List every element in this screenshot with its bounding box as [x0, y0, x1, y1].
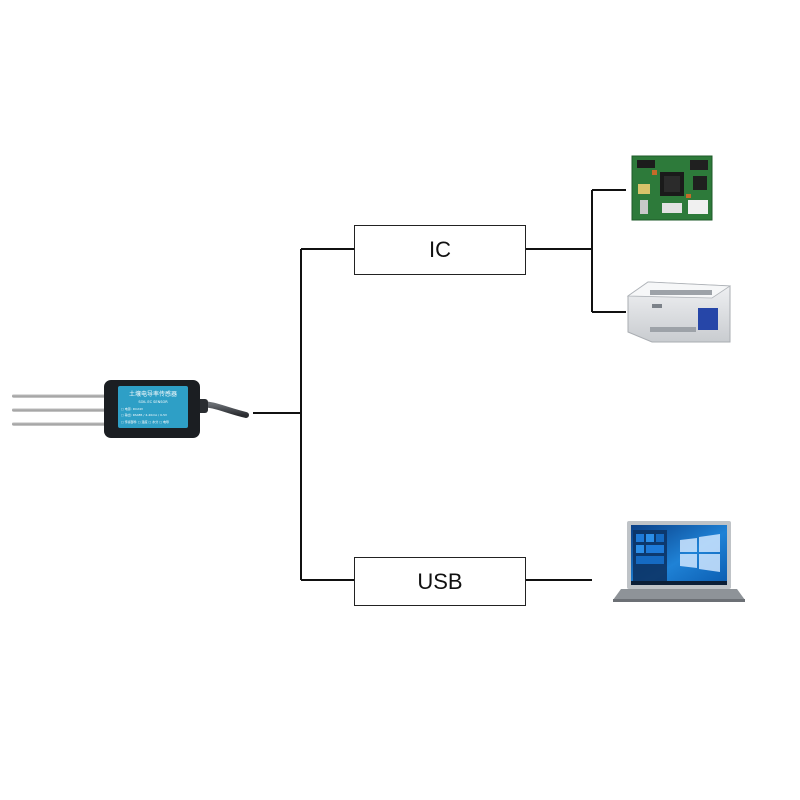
pcb-chip-inner — [664, 176, 680, 192]
sensor-subtitle: SOIL EC SENSOR — [138, 400, 168, 404]
circuit-board-icon — [631, 155, 713, 221]
laptop-taskbar — [631, 581, 727, 585]
laptop-base — [613, 589, 745, 600]
laptop-icon — [613, 521, 745, 602]
sensor-spec-line: □ 电源: DC24V — [121, 406, 144, 411]
pcb-component — [690, 160, 708, 170]
start-tile — [646, 545, 664, 553]
sensor-spec-line: □ 输出: RS485 / 4-20mA / 0-5V — [121, 412, 168, 417]
pcb-component — [637, 160, 655, 168]
ic-node-box: IC — [354, 225, 526, 275]
pcb-edge — [631, 155, 713, 221]
pcb-component — [688, 200, 708, 214]
pcb-component — [640, 200, 648, 214]
plc-terminal-strip — [650, 290, 712, 295]
plc-window — [698, 308, 718, 330]
sensor-label-panel — [118, 386, 188, 428]
sensor-probe — [12, 408, 107, 412]
start-tile — [656, 534, 664, 542]
start-tile — [646, 534, 654, 542]
usb-node-box: USB — [354, 557, 526, 606]
ic-node-label: IC — [429, 237, 451, 262]
sensor-title: 土壤电导率传感器 — [129, 390, 177, 398]
start-tile — [636, 534, 644, 542]
laptop-base-edge — [613, 599, 745, 602]
connector-lines — [253, 189, 626, 581]
pcb-component — [662, 203, 682, 213]
soil-sensor-icon: 土壤电导率传感器 SOIL EC SENSOR □ 电源: DC24V □ 输出… — [12, 380, 249, 438]
pcb-component — [652, 170, 657, 175]
sensor-probe — [12, 394, 107, 398]
plc-terminal-strip — [650, 327, 696, 332]
windows-logo-icon — [680, 534, 720, 572]
plc-label — [652, 304, 662, 308]
sensor-probe — [12, 422, 107, 426]
start-tile — [636, 556, 664, 564]
pcb-component — [686, 194, 691, 198]
usb-node-label: USB — [417, 568, 463, 594]
sensor-spec-line: □ 传感部件 □ 温度 □ 水分 □ 电导 — [121, 419, 169, 424]
plc-controller-icon — [626, 281, 732, 343]
start-tile — [636, 545, 644, 553]
pcb-component — [638, 184, 650, 194]
pcb-component — [693, 176, 707, 190]
